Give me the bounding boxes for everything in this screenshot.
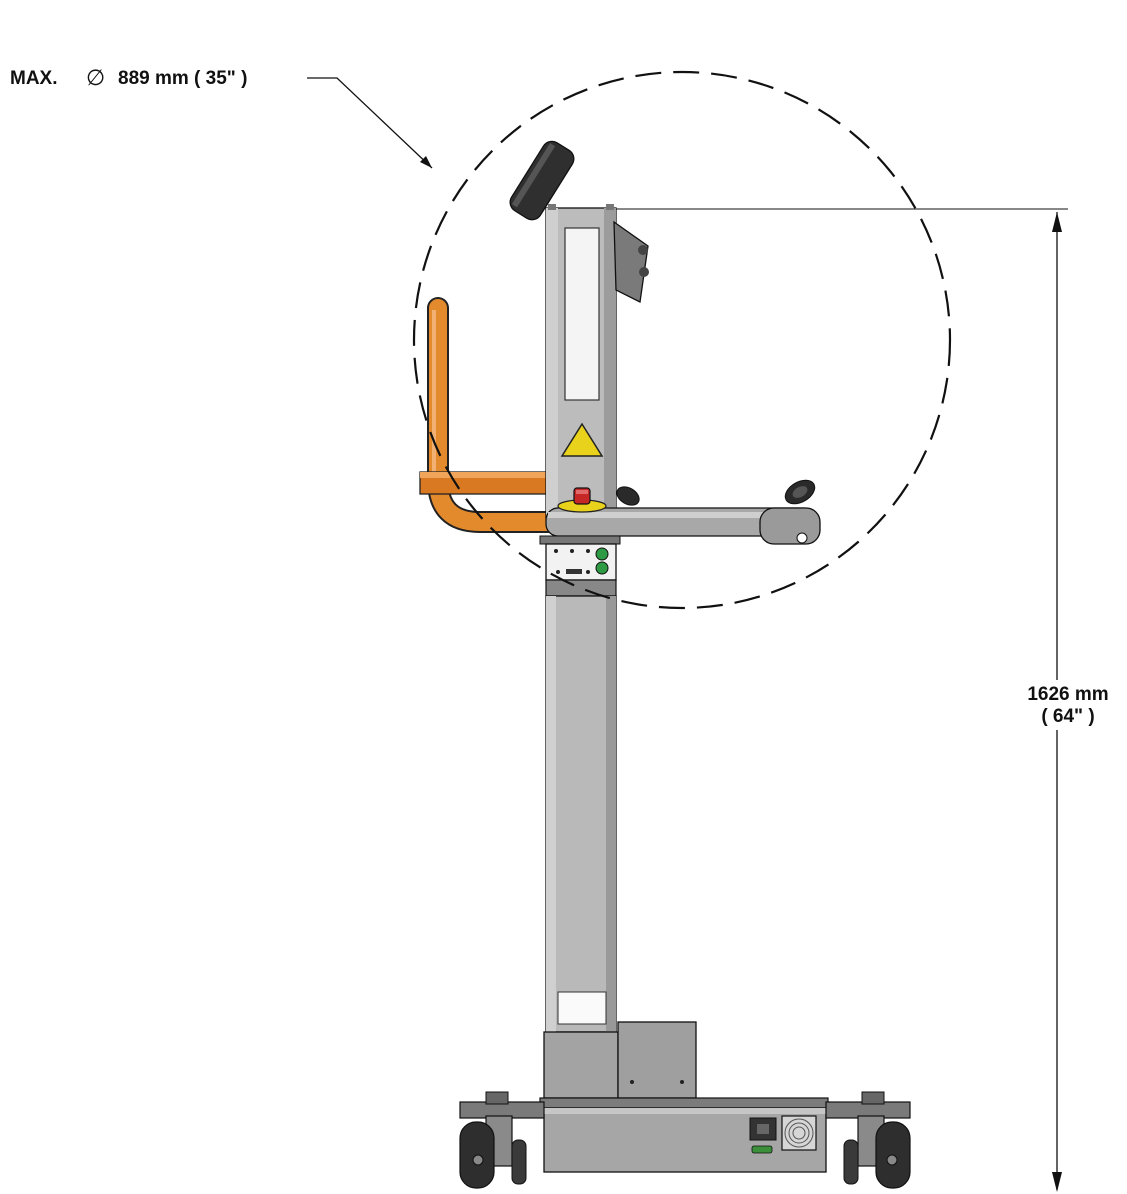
indicator-light-icon <box>595 561 609 575</box>
mast-lower <box>545 595 617 1033</box>
label-panel <box>564 227 600 401</box>
fan-vent-icon <box>781 1115 817 1151</box>
caster-wheel-left <box>459 1091 545 1189</box>
tilt-arm <box>509 140 649 303</box>
control-panel <box>539 535 621 597</box>
swing-diameter-prefix: MAX. <box>10 68 58 89</box>
swing-diameter-annotation: MAX. ∅ 889 mm ( 35" ) <box>10 65 433 169</box>
label-panel <box>557 991 607 1025</box>
emergency-stop-button <box>557 487 607 513</box>
support-arm <box>545 479 821 545</box>
caster-wheel-right <box>825 1091 911 1189</box>
swing-diameter-value: 889 mm ( 35" ) <box>118 68 247 89</box>
diameter-leader-line <box>307 77 433 169</box>
indicator-light-icon <box>595 547 609 561</box>
mast-upper <box>545 204 617 519</box>
arrowhead-top <box>1052 212 1062 232</box>
height-imperial-label: ( 64" ) <box>1041 706 1094 727</box>
diameter-symbol: ∅ <box>86 65 105 90</box>
leader-arrowhead <box>420 156 432 168</box>
height-dimension: 1626 mm ( 64" ) <box>616 208 1109 1192</box>
warning-icon <box>560 422 604 457</box>
swing-radius-circle <box>412 70 952 610</box>
push-handle <box>419 297 559 533</box>
base-assembly <box>539 1021 829 1173</box>
arrowhead-bottom <box>1052 1172 1062 1192</box>
height-metric-label: 1626 mm <box>1027 684 1108 705</box>
